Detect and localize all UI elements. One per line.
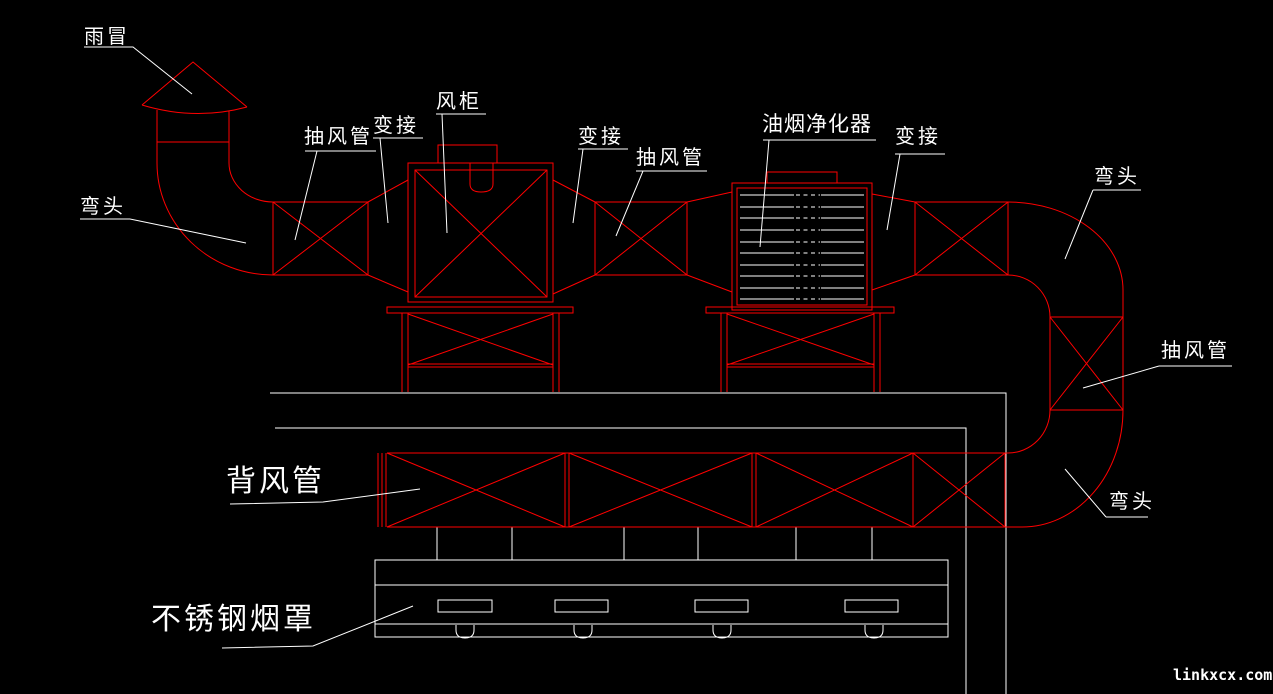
watermark-text: linkxcx.com [1173, 666, 1273, 684]
leader-oil-purifier [759, 139, 876, 248]
back-duct-walls [387, 452, 1022, 528]
fan-cabinet-inner [414, 169, 548, 298]
purifier-outer [731, 182, 873, 311]
hood-lamps [455, 625, 884, 639]
fan-cabinet-cross [414, 169, 548, 298]
purifier-top-box [766, 171, 838, 184]
exhaust-duct-3-shape [914, 201, 1009, 276]
hood-bands [375, 584, 948, 625]
leader-exhaust-duct-2 [615, 170, 707, 237]
label-fan-cabinet: 风柜 [436, 89, 482, 113]
leader-transition-1 [373, 137, 423, 224]
label-elbow-bottom-right: 弯头 [1109, 489, 1155, 513]
leader-elbow-bottom-right [1064, 468, 1148, 518]
exhaust-duct-right-shape [1049, 316, 1124, 411]
purifier-louvers-solid [740, 194, 864, 300]
red-ductwork [141, 61, 1124, 528]
purifier-louvers-dashed [796, 194, 820, 300]
label-back-duct: 背风管 [226, 464, 325, 499]
back-duct-flanges [377, 453, 1006, 527]
leader-exhaust-duct-1 [294, 150, 376, 241]
elbow-left-shape [156, 162, 274, 276]
leader-fan-cabinet [436, 113, 486, 234]
label-stainless-hood: 不锈钢烟罩 [151, 602, 316, 637]
label-rain-cap: 雨冒 [84, 24, 130, 48]
floor-lines [270, 392, 1007, 694]
hood-filter-3 [694, 599, 749, 613]
label-transition-1: 变接 [373, 113, 419, 137]
white-structure [270, 194, 1007, 694]
leader-elbow-left [80, 218, 247, 244]
rain-cap-stack [156, 110, 230, 163]
exhaust-duct-2-shape [594, 201, 688, 276]
leader-transition-3 [886, 153, 945, 231]
label-exhaust-duct-2: 抽风管 [636, 145, 705, 169]
label-elbow-top-right: 弯头 [1094, 164, 1140, 188]
transition-purifier-shape [686, 191, 733, 293]
purifier-stand [705, 306, 895, 392]
transition-3-shape [871, 193, 916, 291]
exhaust-duct-1-shape [272, 201, 369, 276]
transition-2-shape [552, 179, 596, 295]
transition-1-shape [367, 179, 409, 293]
hood-filter-2 [554, 599, 609, 613]
label-exhaust-duct-right: 抽风管 [1161, 338, 1230, 362]
label-exhaust-duct-1: 抽风管 [304, 124, 373, 148]
label-transition-3: 变接 [895, 124, 941, 148]
hood-filter-4 [844, 599, 899, 613]
elbow-top-right-shape [1007, 201, 1124, 410]
label-oil-purifier: 油烟净化器 [762, 112, 872, 136]
rain-cap-shape [141, 61, 248, 115]
purifier-inner [736, 187, 868, 306]
leader-rain-cap [84, 46, 193, 95]
fan-cabinet-stand [386, 306, 574, 392]
label-elbow-left: 弯头 [80, 194, 126, 218]
hood-outline [374, 559, 949, 638]
leader-back-duct [229, 488, 421, 505]
elbow-bottom-right-shape [1007, 409, 1124, 528]
fan-cabinet-u-tube [469, 163, 494, 193]
leader-lines [80, 46, 1232, 649]
label-transition-2: 变接 [578, 124, 624, 148]
back-duct-crosses [386, 452, 1006, 528]
leader-transition-2 [572, 148, 628, 224]
hood-filter-1 [437, 599, 493, 613]
leader-elbow-top-right [1064, 189, 1141, 260]
leader-exhaust-duct-right [1082, 365, 1232, 389]
fan-cabinet-top-box [437, 144, 498, 164]
hood-hanger-straps [436, 527, 873, 560]
leader-stainless-hood [221, 605, 414, 649]
